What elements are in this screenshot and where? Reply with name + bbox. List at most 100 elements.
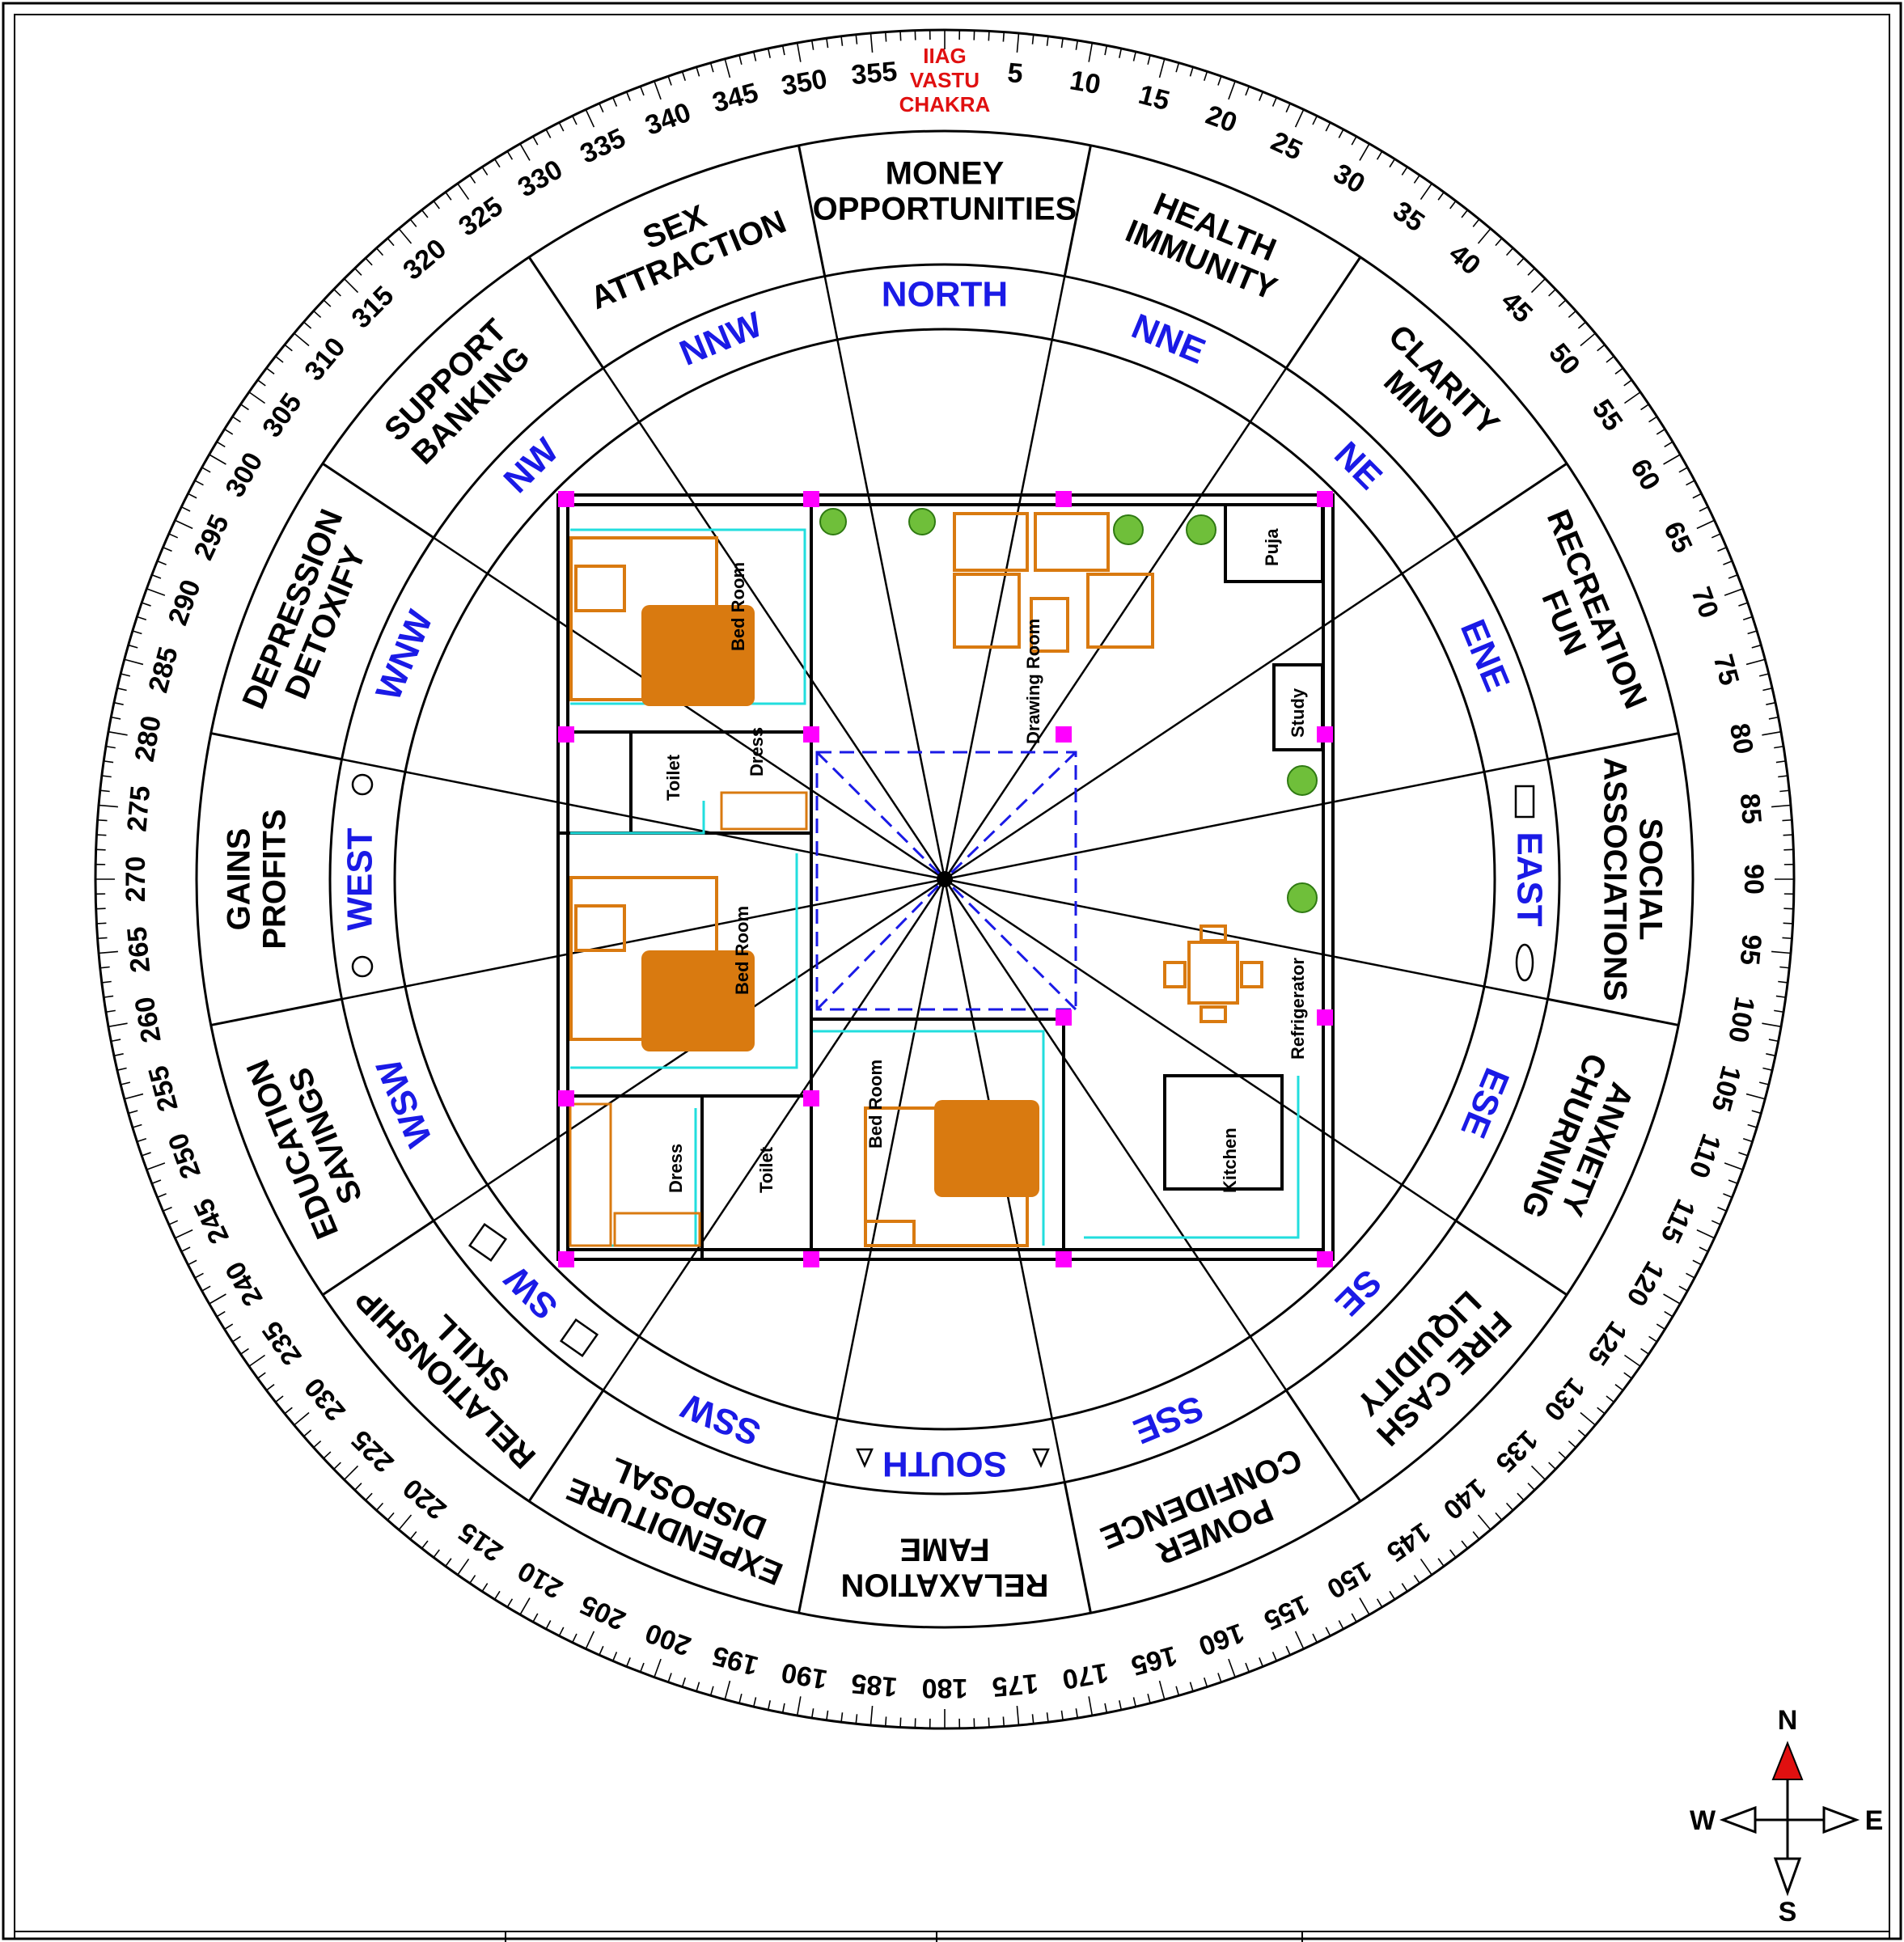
compass-w: W [1690, 1805, 1716, 1836]
degree-tick [1449, 1549, 1457, 1559]
degree-tick [667, 75, 672, 86]
zone-divider [798, 1482, 827, 1614]
degree-tick [1778, 980, 1788, 984]
direction-label: SOUTH [882, 1444, 1007, 1483]
room-label-refrigerator: Refrigerator [1288, 958, 1308, 1060]
degree-tick [1577, 1429, 1586, 1437]
degree-tick [481, 1583, 489, 1593]
degree-tick [869, 1706, 874, 1726]
degree-tick [855, 34, 858, 44]
degree-tick [1495, 1512, 1503, 1521]
plan-outer-wall [556, 493, 1335, 1261]
radial-line [943, 276, 1066, 880]
degree-tick [409, 218, 417, 227]
degree-tick [1758, 1081, 1770, 1085]
degree-tick [116, 1067, 127, 1071]
degree-tick [108, 1022, 128, 1028]
degree-tick [1294, 1631, 1305, 1649]
degree-label: 350 [779, 64, 829, 102]
brand-line-1: IIAG [923, 44, 966, 68]
degree-tick [333, 289, 341, 297]
degree-tick [1437, 192, 1445, 201]
degree-tick [1656, 1323, 1665, 1331]
degree-tick [1294, 109, 1305, 128]
inner-border [14, 14, 1890, 1940]
degree-tick [284, 344, 293, 352]
degree-tick [1203, 1677, 1208, 1687]
degree-tick [151, 1179, 162, 1185]
degree-tick [1461, 209, 1469, 218]
degree-tick [767, 1700, 771, 1711]
degree-tick [1696, 519, 1715, 530]
compass-s: S [1779, 1897, 1797, 1927]
degree-label: 180 [922, 1673, 968, 1703]
degree-tick [1747, 630, 1758, 635]
degree-tick [1696, 1229, 1715, 1239]
degree-tick [1088, 42, 1094, 62]
radial-line [943, 367, 1288, 880]
degree-tick [1119, 1700, 1123, 1711]
degree-tick [141, 1152, 151, 1157]
degree-tick [398, 228, 413, 244]
degree-tick [493, 1590, 501, 1600]
zone-divider [1063, 1482, 1092, 1614]
degree-tick [1259, 1657, 1264, 1667]
degree-tick [157, 560, 167, 565]
zone-divider [1063, 145, 1092, 277]
degree-tick [1472, 218, 1480, 227]
degree-tick [1530, 1465, 1546, 1481]
degree-label: 95 [1734, 933, 1767, 967]
degree-tick [1762, 1067, 1773, 1071]
degree-tick [137, 616, 147, 621]
degree-tick [375, 248, 384, 256]
degree-label: 145 [1381, 1516, 1436, 1568]
degree-tick [571, 115, 578, 125]
degree-tick [104, 760, 114, 764]
degree-label: 255 [142, 1063, 184, 1115]
degree-tick [108, 730, 128, 736]
degree-label: 280 [129, 713, 167, 764]
degree-tick [457, 1558, 470, 1576]
degree-tick [1060, 1710, 1064, 1720]
degree-tick [1766, 701, 1776, 705]
degree-tick [313, 1440, 322, 1449]
degree-tick [209, 454, 226, 465]
degree-label: 65 [1657, 517, 1698, 557]
degree-tick [1717, 546, 1727, 552]
compass-n: N [1778, 1705, 1798, 1736]
degree-tick [248, 1354, 266, 1367]
room-label-dress-2: Dress [666, 1144, 686, 1193]
degree-tick [457, 183, 470, 201]
degree-tick [1228, 81, 1236, 100]
degree-tick [1016, 32, 1020, 53]
degree-tick [840, 1712, 844, 1723]
degree-tick [294, 1411, 310, 1426]
degree-tick [611, 97, 618, 107]
degree-tick [753, 51, 757, 61]
degree-tick [128, 1110, 138, 1115]
degree-tick [1614, 367, 1624, 374]
degree-label: 70 [1685, 583, 1724, 623]
degree-tick [1376, 150, 1383, 160]
brahmasthan [815, 751, 1077, 1011]
direction-label: NNE [1126, 307, 1211, 372]
degree-tick [1762, 1022, 1782, 1028]
direction-label: EAST [1509, 831, 1549, 926]
degree-tick [1580, 1411, 1596, 1426]
radial-line [944, 536, 1457, 881]
degree-tick [869, 32, 874, 53]
degree-tick [1711, 533, 1721, 539]
degree-tick [1771, 804, 1792, 808]
degree-tick [1075, 1708, 1079, 1719]
degree-tick [1597, 1407, 1606, 1415]
degree-tick [1663, 454, 1681, 465]
degree-tick [101, 980, 112, 984]
degree-label: 195 [709, 1639, 762, 1681]
degree-tick [899, 31, 902, 41]
degree-tick [1031, 34, 1035, 44]
degree-tick [1527, 1483, 1535, 1491]
zone-divider [798, 145, 827, 277]
degree-tick [855, 1714, 858, 1724]
degree-tick [558, 122, 565, 132]
zone-divider [1455, 462, 1568, 539]
